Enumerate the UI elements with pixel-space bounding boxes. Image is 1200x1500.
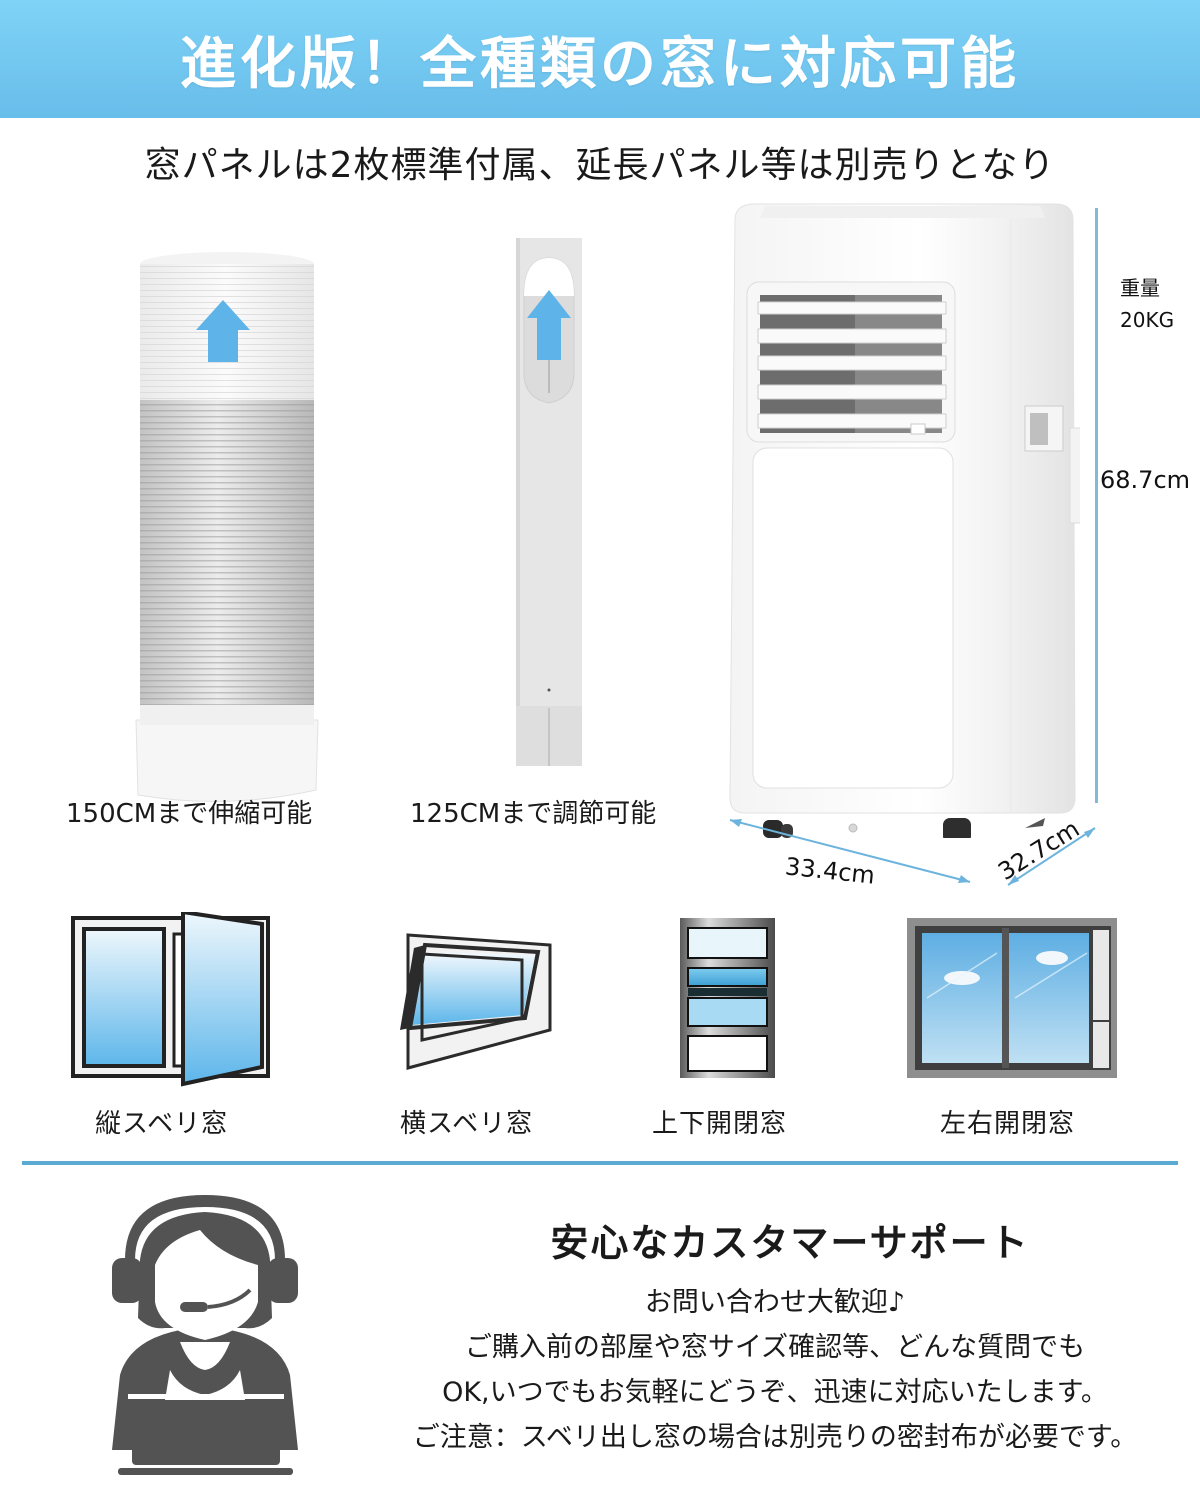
width-depth-dimension-arrows — [729, 819, 1096, 886]
height-dimension-arrow — [1095, 208, 1098, 803]
subtitle: 窓パネルは2枚標準付属、延長パネル等は別売りとなり — [144, 145, 1056, 186]
window-type-label-awning: 横スベリ窓 — [400, 1109, 534, 1139]
support-line: ご注意：スベリ出し窓の場合は別売りの密封布が必要です。 — [412, 1422, 1138, 1453]
panel-caption: 125CMまで調節可能 — [410, 799, 657, 829]
casement-window-icon — [70, 909, 275, 1091]
window-type-label-casement: 縦スベリ窓 — [95, 1109, 229, 1139]
awning-window-icon — [400, 930, 560, 1079]
hose-caption: 150CMまで伸縮可能 — [66, 799, 313, 829]
support-line: OK,いつでもお気軽にどうぞ、迅速に対応いたします。 — [442, 1377, 1108, 1408]
support-description: お問い合わせ大歓迎♪ ご購入前の部屋や窓サイズ確認等、どんな質問でも OK,いつ… — [360, 1280, 1190, 1460]
customer-support-agent-icon — [100, 1190, 310, 1475]
window-type-label-sliding: 左右開閉窓 — [940, 1109, 1076, 1139]
window-panel-image — [516, 238, 582, 766]
weight-label: 重量 — [1120, 276, 1160, 300]
banner-title: 進化版！全種類の窓に対応可能 — [180, 31, 1020, 97]
support-line: お問い合わせ大歓迎♪ — [644, 1287, 906, 1318]
sliding-window-icon — [907, 918, 1117, 1082]
support-line: ご購入前の部屋や窓サイズ確認等、どんな質問でも — [464, 1332, 1086, 1363]
section-divider — [22, 1161, 1178, 1165]
header-banner: 進化版！全種類の窓に対応可能 — [0, 0, 1200, 118]
weight-value: 20KG — [1120, 308, 1175, 332]
portable-air-conditioner-image — [725, 198, 1083, 843]
height-dimension-label: 68.7cm — [1100, 466, 1191, 494]
sash-window-icon — [680, 918, 775, 1082]
support-title: 安心なカスタマーサポート — [550, 1221, 1030, 1265]
exhaust-hose-image — [132, 250, 322, 830]
window-type-label-sash: 上下開閉窓 — [652, 1109, 788, 1139]
